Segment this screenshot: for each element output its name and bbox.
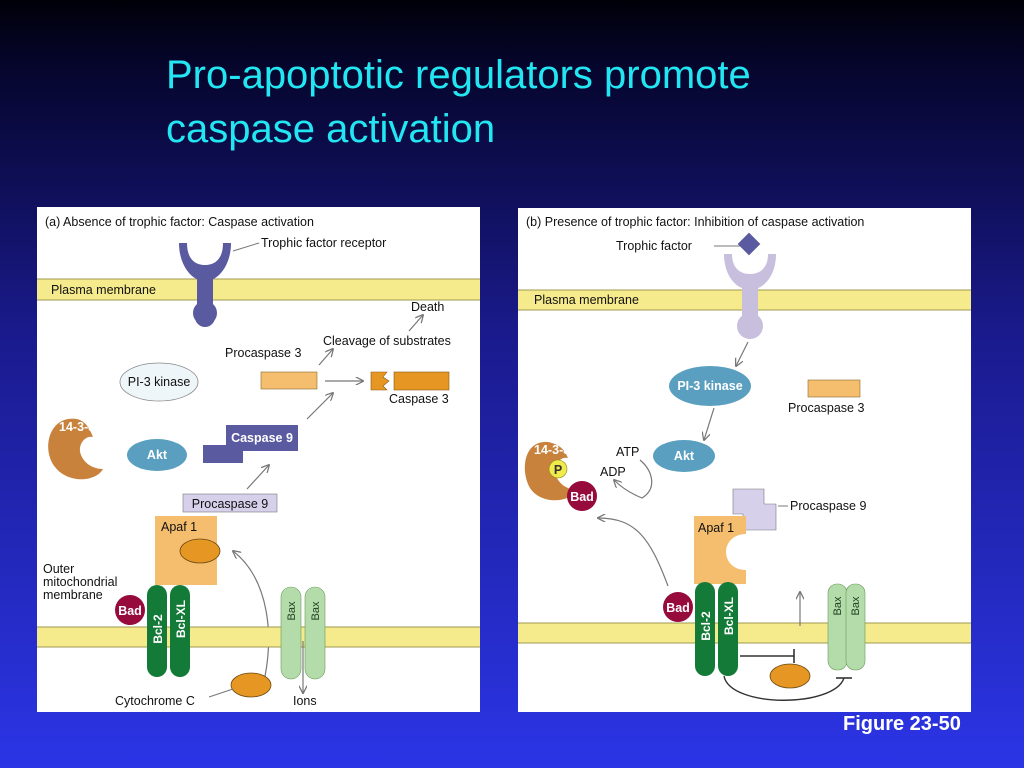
akt-label: Akt (674, 449, 695, 463)
bax-1 (280, 586, 302, 680)
bad-label: Bad (118, 604, 142, 618)
cytochrome-c (230, 672, 272, 698)
bcl-xl-label: Bcl-XL (174, 600, 188, 638)
procaspase-9 (182, 493, 278, 513)
trophic-factor-receptor-bound (724, 254, 776, 339)
protein-14-3-3-label: 14-3-3 (534, 443, 570, 457)
title-line-1: Pro-apoptotic regulators promote (166, 53, 751, 97)
adp-label: ADP (600, 465, 626, 479)
caspase-3-label: Caspase 3 (389, 392, 449, 406)
bad-membrane-label: Bad (666, 601, 690, 615)
akt (653, 440, 715, 472)
protein-14-3-3-label: 14-3-3 (59, 420, 95, 434)
procaspase-3 (260, 371, 318, 390)
caspase-9-label: Caspase 9 (231, 431, 293, 445)
panel-a-diagram: (a) Absence of trophic factor: Caspase a… (37, 215, 480, 708)
outer-membrane-label-line1: Outer (43, 562, 74, 576)
title-line-2: caspase activation (166, 107, 496, 151)
cleavage-of-substrates-label: Cleavage of substrates (323, 334, 451, 348)
bax-2 (304, 586, 326, 680)
cytochrome-c-bound (179, 538, 221, 564)
apaf1 (694, 516, 746, 584)
trophic-factor (737, 232, 761, 256)
bad-bound (567, 481, 597, 511)
panel-a-heading: (a) Absence of trophic factor: Caspase a… (45, 215, 314, 229)
plasma-membrane (37, 279, 480, 300)
bcl-xl-label: Bcl-XL (722, 597, 736, 635)
bax-1-label: Bax (286, 601, 298, 620)
apaf1-label: Apaf 1 (698, 521, 734, 535)
bcl-2-label: Bcl-2 (151, 614, 165, 644)
cytochrome-c-label: Cytochrome C (115, 694, 195, 708)
outer-mitochondrial-membrane (37, 627, 480, 647)
phosphate (548, 459, 568, 479)
bad-membrane (663, 592, 693, 622)
akt-label: Akt (147, 448, 168, 462)
outer-membrane-label-line3: membrane (43, 588, 103, 602)
panel-b-heading: (b) Presence of trophic factor: Inhibiti… (526, 215, 864, 229)
panel-a-absence-of-trophic-factor: (a) Absence of trophic factor: Caspase a… (37, 207, 480, 712)
cytochrome-c (769, 663, 811, 689)
trophic-factor-receptor-label: Trophic factor receptor (261, 236, 386, 250)
bcl-2 (695, 582, 715, 676)
outer-membrane-label-line2: mitochondrial (43, 575, 117, 589)
pi3-kinase-label: PI-3 kinase (128, 375, 191, 389)
bad-bound-label: Bad (570, 490, 594, 504)
plasma-membrane-label: Plasma membrane (51, 283, 156, 297)
trophic-factor-receptor (179, 243, 231, 327)
figure-label: Figure 23-50 (843, 713, 961, 735)
plasma-membrane-label: Plasma membrane (534, 293, 639, 307)
bax-2-label: Bax (850, 596, 862, 615)
bax-2 (845, 583, 866, 671)
bax-1-label: Bax (832, 596, 844, 615)
akt (127, 439, 187, 471)
pi3-kinase-label: PI-3 kinase (677, 379, 742, 393)
caspase-3 (370, 371, 450, 391)
panel-b-diagram: (b) Presence of trophic factor: Inhibiti… (518, 215, 971, 701)
bcl-xl (170, 585, 190, 677)
phosphate-label: P (554, 463, 562, 477)
ions-label: Ions (293, 694, 317, 708)
outer-mitochondrial-membrane (518, 623, 971, 643)
procaspase-3-label: Procaspase 3 (225, 346, 301, 360)
protein-14-3-3 (48, 418, 103, 480)
trophic-factor-label: Trophic factor (616, 239, 692, 253)
procaspase-9-label: Procaspase 9 (192, 497, 268, 511)
atp-label: ATP (616, 445, 639, 459)
pi3-kinase (669, 366, 751, 406)
bcl-2 (147, 585, 167, 677)
procaspase-3-label: Procaspase 3 (788, 401, 864, 415)
apaf1-label: Apaf 1 (161, 520, 197, 534)
bad (115, 595, 145, 625)
slide-title: Pro-apoptotic regulators promote caspase… (166, 48, 926, 156)
bcl-xl (718, 582, 738, 676)
caspase-9 (226, 425, 298, 451)
procaspase-9-label: Procaspase 9 (790, 499, 866, 513)
bax-2-label: Bax (310, 601, 322, 620)
bcl-2-label: Bcl-2 (699, 611, 713, 641)
death-label: Death (411, 300, 444, 314)
panel-b-presence-of-trophic-factor: (b) Presence of trophic factor: Inhibiti… (518, 208, 971, 712)
pi3-kinase (119, 362, 199, 402)
procaspase-3 (807, 379, 861, 398)
inhibition-loop (723, 675, 845, 701)
